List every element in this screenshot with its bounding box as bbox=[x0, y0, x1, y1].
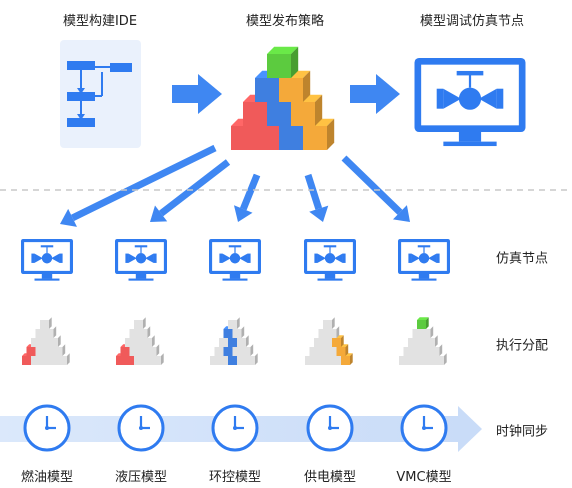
arrow-ide-to-strategy bbox=[172, 74, 222, 114]
sim-node-monitor-4 bbox=[304, 239, 356, 281]
model-label-env-control: 环控模型 bbox=[208, 470, 262, 485]
sim-nodes-row-label: 仿真节点 bbox=[496, 251, 549, 267]
strategy-label: 模型发布策略 bbox=[245, 14, 325, 29]
valve-model-icon bbox=[125, 245, 157, 264]
allocation-pyramid-1 bbox=[22, 317, 70, 365]
sim-node-monitor-1 bbox=[21, 239, 73, 281]
allocation-pyramid-3 bbox=[210, 317, 258, 365]
arrow-head bbox=[150, 205, 168, 222]
valve-model-icon bbox=[219, 245, 251, 264]
sim-node-monitors bbox=[21, 239, 450, 281]
clock-row bbox=[23, 404, 448, 452]
sim-node-monitor-5 bbox=[398, 239, 450, 281]
valve-model-icon bbox=[436, 70, 504, 110]
model-label-fuel: 燃油模型 bbox=[20, 470, 74, 485]
debug-node-label: 模型调试仿真节点 bbox=[419, 14, 525, 29]
model-label-hydraulic: 液压模型 bbox=[114, 470, 168, 485]
valve-model-icon bbox=[314, 245, 346, 264]
clock-icon bbox=[23, 404, 71, 452]
model-label-vmc: VMC模型 bbox=[396, 470, 452, 485]
clock-icon bbox=[306, 404, 354, 452]
distribution-arrow bbox=[304, 173, 323, 210]
arrow-head bbox=[60, 208, 77, 227]
valve-model-icon bbox=[408, 245, 440, 264]
small-cube bbox=[228, 317, 240, 329]
debug-node-monitor-icon bbox=[414, 58, 526, 147]
distribution-arrows bbox=[60, 144, 410, 227]
distribution-arrow bbox=[158, 159, 231, 217]
sim-node-monitor-2 bbox=[115, 239, 167, 281]
small-cube bbox=[323, 317, 335, 329]
allocation-pyramids bbox=[22, 317, 447, 365]
small-cube bbox=[134, 317, 146, 329]
allocation-row-label: 执行分配 bbox=[496, 338, 549, 354]
small-cube bbox=[417, 317, 429, 329]
clock-icon bbox=[400, 404, 448, 452]
clock-icon bbox=[117, 404, 165, 452]
allocation-pyramid-4 bbox=[305, 317, 353, 365]
model-label-power: 供电模型 bbox=[303, 470, 357, 485]
monitor-with-model-icon bbox=[414, 58, 526, 147]
pyramid-cube bbox=[279, 70, 311, 102]
flowchart-document-icon bbox=[60, 40, 141, 148]
arrow-strategy-to-debug bbox=[350, 74, 400, 114]
allocation-pyramid-5 bbox=[399, 317, 447, 365]
distribution-arrow bbox=[71, 144, 217, 221]
allocation-pyramid-2 bbox=[116, 317, 164, 365]
sim-node-monitor-3 bbox=[209, 239, 261, 281]
clock-icon bbox=[211, 404, 259, 452]
valve-model-icon bbox=[31, 245, 63, 264]
clock-sync-row-label: 时钟同步 bbox=[496, 424, 549, 440]
pyramid-cube bbox=[267, 46, 299, 78]
ide-label: 模型构建IDE bbox=[62, 14, 138, 29]
distribution-arrow bbox=[240, 173, 261, 211]
arrow-head bbox=[392, 205, 410, 222]
distribution-arrow bbox=[341, 155, 403, 215]
arrow-head bbox=[309, 205, 329, 222]
arrow-head bbox=[233, 205, 253, 222]
small-cube bbox=[40, 317, 52, 329]
cube-pyramid-icon bbox=[231, 46, 335, 150]
